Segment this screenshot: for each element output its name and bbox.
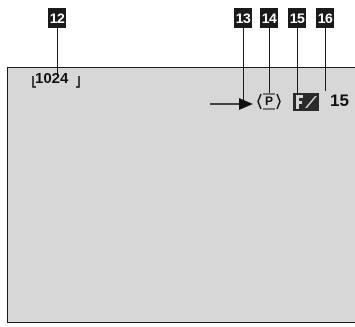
program-mode-label: P	[264, 94, 273, 108]
bracket-icon	[32, 76, 80, 88]
right-arrow-icon	[210, 98, 253, 110]
callout-12: 12	[48, 8, 66, 28]
leader-line-13	[243, 28, 244, 104]
callout-14: 14	[260, 8, 278, 28]
leader-line-12	[57, 28, 58, 74]
flash-level-value: 15	[330, 91, 349, 110]
flash-icon	[293, 93, 319, 111]
callout-15: 15	[288, 8, 306, 28]
leader-line-14	[269, 28, 270, 93]
leader-line-16	[325, 28, 326, 91]
callout-16: 16	[316, 8, 334, 28]
leader-line-15	[297, 28, 298, 93]
callout-13: 13	[234, 8, 252, 28]
program-frame-icon	[257, 93, 281, 110]
program-mode-icon: P	[257, 93, 281, 110]
image-size-indicator: 1024	[35, 70, 69, 87]
